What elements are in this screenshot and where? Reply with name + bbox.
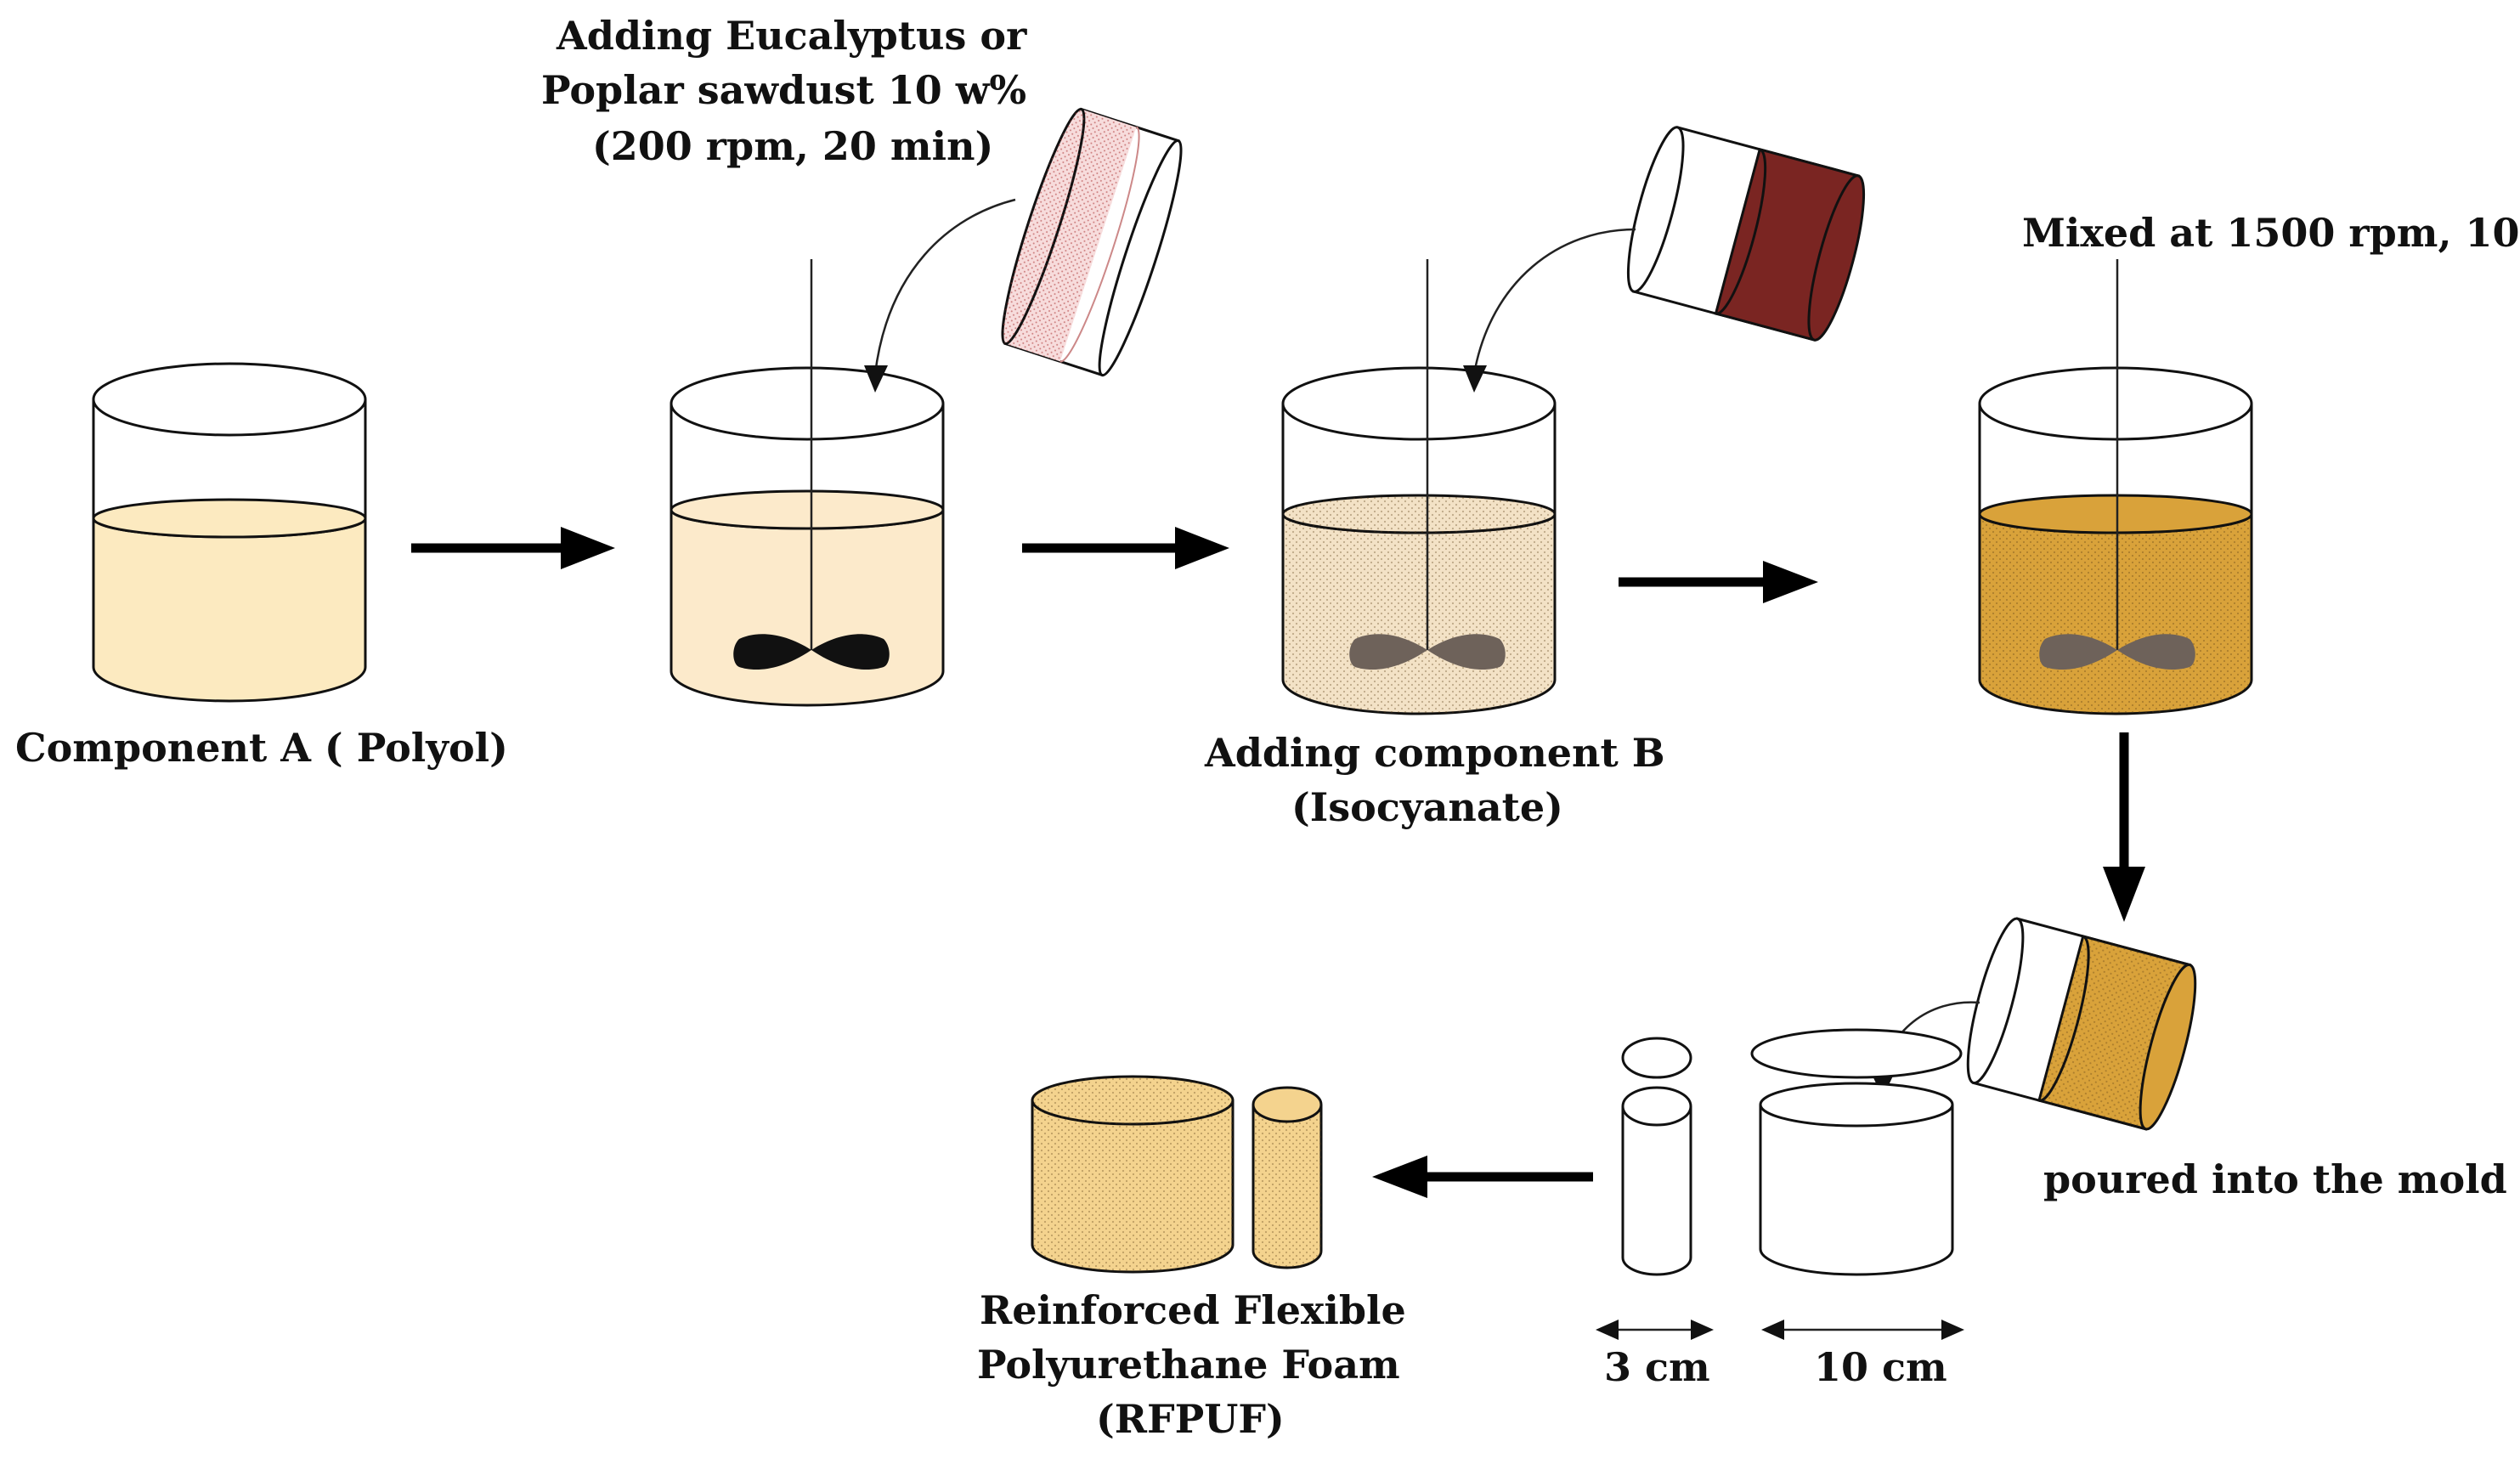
dimension-small [1596, 1320, 1714, 1340]
label-component-b-line1: Adding component B [1204, 730, 1665, 776]
pour-arrow-isocyanate [1463, 228, 1636, 393]
beaker-mixed [1978, 259, 2253, 715]
mold-small [1621, 1037, 1692, 1276]
label-sawdust-line2: Poplar sawdust 10 w% [541, 67, 1026, 113]
label-poured: poured into the mold [2043, 1156, 2507, 1202]
label-mixed: Mixed at 1500 rpm, 10s [2022, 210, 2520, 256]
polyol-liquid [92, 517, 367, 703]
label-component-b-line2: (Isocyanate) [1291, 784, 1563, 830]
impeller-icon [733, 634, 890, 670]
mold-large [1750, 1028, 1963, 1276]
dimension-large [1761, 1320, 1964, 1340]
label-sawdust-line3: (200 rpm, 20 min) [592, 123, 993, 169]
mold-large-lid [1750, 1028, 1963, 1079]
isocyanate-container-icon [1626, 126, 1866, 342]
impeller-icon [2039, 634, 2195, 670]
label-rfpuf-line2: Polyurethane Foam [977, 1342, 1400, 1388]
foam-large-cylinder [1031, 1075, 1235, 1274]
arrow-down [2103, 732, 2145, 922]
pour-arrow-sawdust [864, 198, 1016, 393]
label-dim-large: 10 cm [1814, 1344, 1947, 1390]
arrow-left [1372, 1156, 1593, 1198]
label-rfpuf-line3: (RFPUF) [1096, 1396, 1285, 1442]
sawdust-container-icon [1001, 107, 1183, 377]
arrow-right-3 [1619, 561, 1818, 603]
beaker-polyol [92, 362, 367, 703]
label-sawdust-line1: Adding Eucalyptus or [556, 13, 1027, 59]
foam-small-cylinder [1252, 1086, 1323, 1269]
arrow-right-1 [411, 527, 615, 569]
label-rfpuf-line1: Reinforced Flexible [980, 1287, 1406, 1333]
mold-small-lid [1621, 1037, 1692, 1079]
beaker-adding-component-b [1281, 259, 1557, 715]
mixed-foam-container-icon [1966, 917, 2197, 1131]
label-dim-small: 3 cm [1604, 1344, 1710, 1390]
beaker-stirring-sawdust [670, 259, 945, 707]
label-component-a: Component A ( Polyol) [15, 725, 508, 771]
impeller-icon [1349, 634, 1506, 670]
arrow-right-2 [1022, 527, 1229, 569]
